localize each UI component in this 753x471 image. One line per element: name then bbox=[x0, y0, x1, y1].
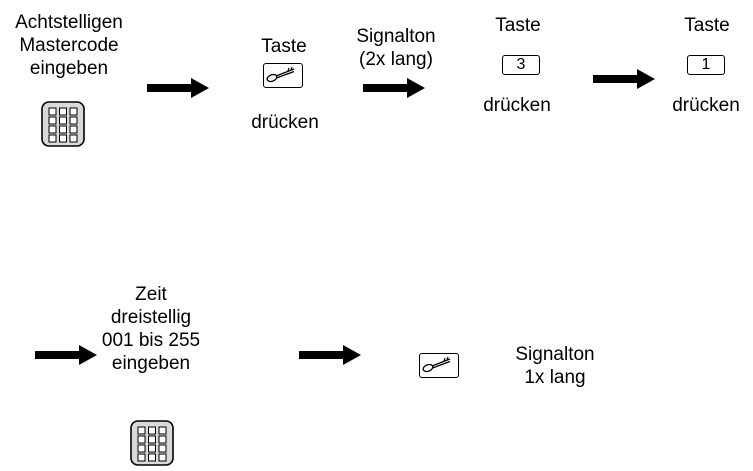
right-arrow-icon bbox=[35, 345, 97, 365]
step-press-key-action: drücken bbox=[251, 112, 319, 133]
step-text-line: (2x lang) bbox=[359, 49, 433, 70]
right-arrow-icon bbox=[593, 69, 655, 89]
step-signal-2x: Signalton (2x lang) bbox=[343, 25, 449, 71]
step-text-line: 001 bis 255 bbox=[101, 330, 201, 351]
right-arrow-icon bbox=[299, 345, 361, 365]
step-text-line: Signalton bbox=[356, 26, 436, 47]
step-text-line: Achtstelligen bbox=[15, 12, 123, 33]
step-press-3-action: drücken bbox=[483, 95, 551, 116]
step-enter-time: Zeit dreistellig 001 bis 255 eingeben bbox=[96, 283, 206, 375]
step-press-1-label: Taste bbox=[684, 15, 730, 36]
step-press-1-action: drücken bbox=[672, 95, 740, 116]
keypad-icon bbox=[41, 101, 85, 147]
key-button-box bbox=[263, 63, 303, 88]
key-1-box: 1 bbox=[687, 55, 725, 75]
step-text-line: eingeben bbox=[111, 353, 191, 374]
step-text-line: Zeit bbox=[135, 284, 167, 305]
right-arrow-icon bbox=[363, 78, 425, 98]
keypad-icon bbox=[130, 420, 174, 466]
step-text-line: eingeben bbox=[29, 58, 109, 79]
step-signal-1x: Signalton 1x lang bbox=[500, 343, 610, 389]
step-text-line: Signalton bbox=[515, 344, 595, 365]
right-arrow-icon bbox=[147, 78, 209, 98]
step-enter-master-code: Achtstelligen Mastercode eingeben bbox=[6, 11, 132, 80]
key-3-box: 3 bbox=[502, 55, 540, 75]
step-press-key-label: Taste bbox=[261, 36, 307, 57]
step-press-3-label: Taste bbox=[495, 15, 541, 36]
key-icon bbox=[266, 66, 295, 83]
step-text-line: 1x lang bbox=[524, 367, 586, 388]
key-icon bbox=[422, 356, 451, 373]
step-text-line: Mastercode bbox=[19, 35, 119, 56]
key-button-box bbox=[419, 353, 459, 378]
step-text-line: dreistellig bbox=[110, 307, 192, 328]
